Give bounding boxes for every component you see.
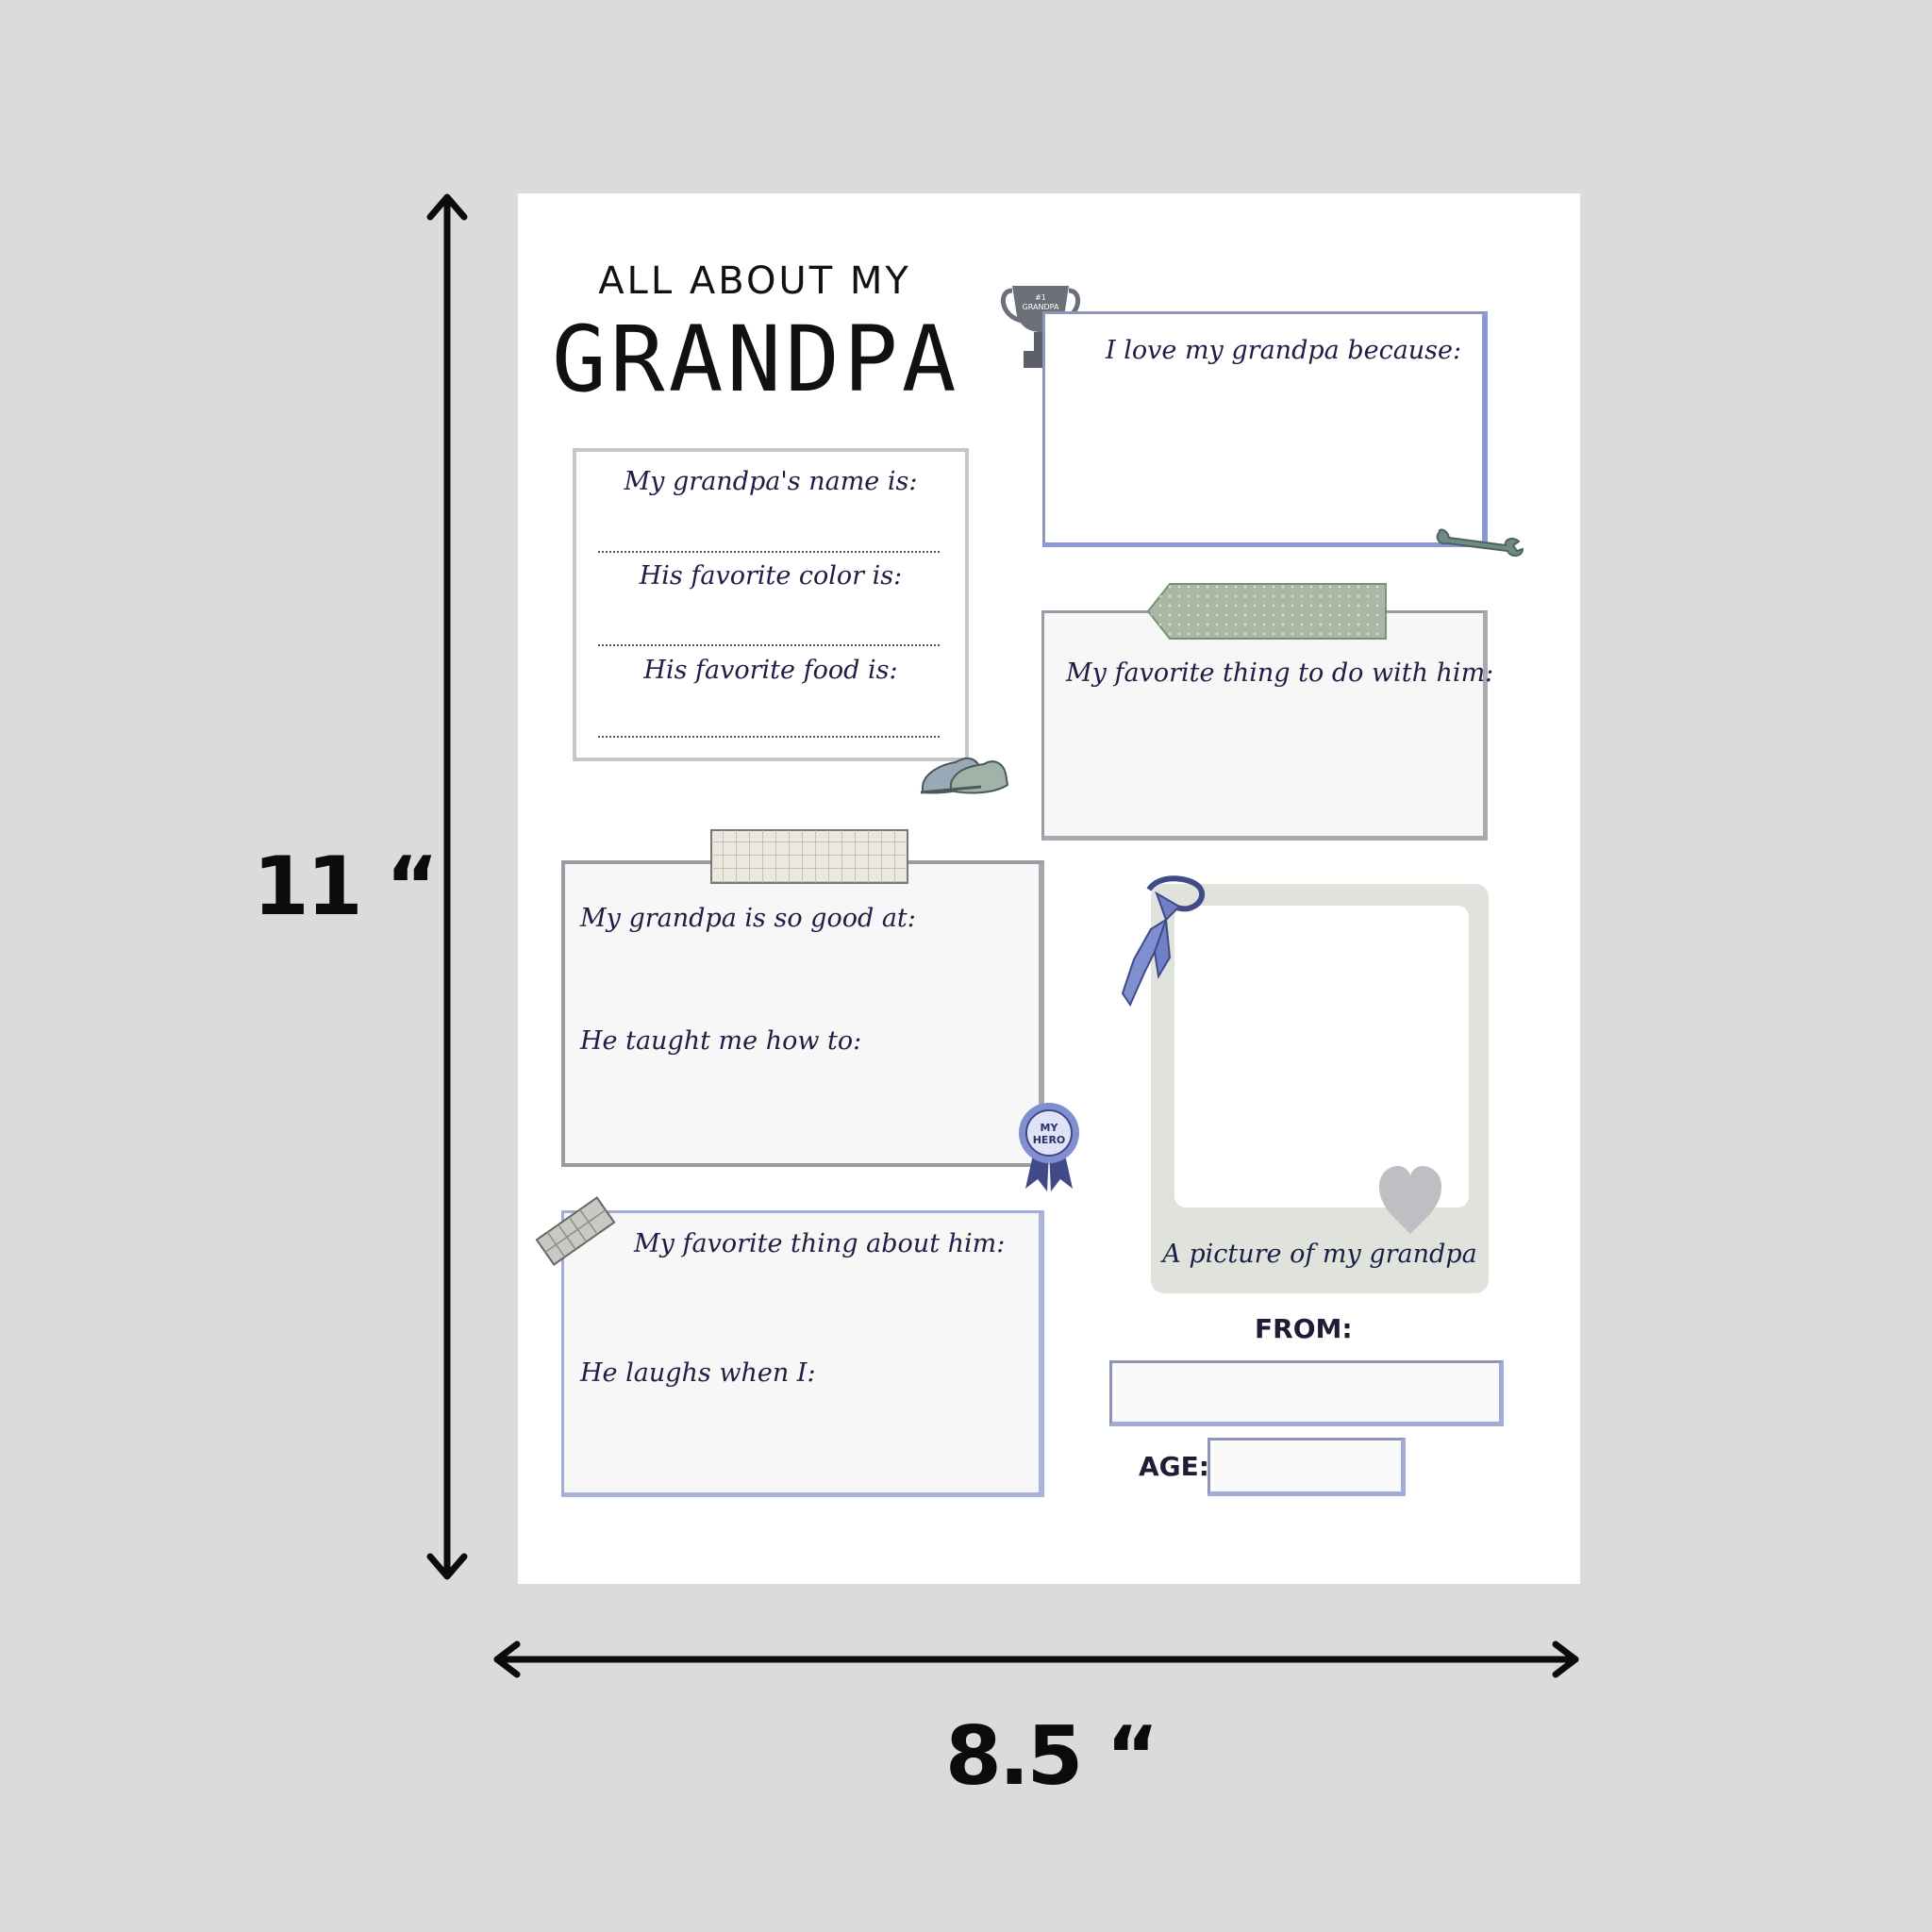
favorite-about-prompt: My favorite thing about him: xyxy=(634,1229,1006,1258)
tape-icon xyxy=(710,829,908,884)
svg-text:MY: MY xyxy=(1041,1122,1059,1134)
shoe-icon xyxy=(920,757,1009,794)
wrench-icon xyxy=(1436,528,1524,557)
heart-icon xyxy=(1379,1166,1441,1234)
name-prompt: My grandpa's name is: xyxy=(624,467,918,496)
age-label: AGE: xyxy=(1139,1451,1209,1482)
age-field[interactable] xyxy=(1208,1438,1406,1496)
width-dimension-label: 8.5 “ xyxy=(945,1709,1159,1804)
picture-caption: A picture of my grandpa xyxy=(1162,1240,1477,1269)
good-at-prompt: My grandpa is so good at: xyxy=(580,904,916,933)
favorite-about-box xyxy=(561,1210,1044,1497)
tie-icon xyxy=(1121,875,1206,1008)
love-prompt: I love my grandpa because: xyxy=(1106,336,1462,365)
laughs-prompt: He laughs when I: xyxy=(580,1358,816,1388)
tape-icon xyxy=(1146,583,1387,640)
ribbon-icon: MY HERO xyxy=(1019,1103,1079,1191)
color-prompt: His favorite color is: xyxy=(639,561,903,591)
favorite-activity-prompt: My favorite thing to do with him: xyxy=(1066,658,1494,688)
info-box xyxy=(573,448,969,761)
title-top: ALL ABOUT MY xyxy=(598,259,911,303)
arrow-vertical-icon xyxy=(426,193,468,1580)
name-answer-line[interactable] xyxy=(598,551,940,553)
taught-prompt: He taught me how to: xyxy=(580,1026,862,1056)
skills-box xyxy=(561,860,1044,1167)
food-prompt: His favorite food is: xyxy=(643,656,898,685)
color-answer-line[interactable] xyxy=(598,644,940,646)
page-title: GRANDPA xyxy=(552,307,960,412)
food-answer-line[interactable] xyxy=(598,736,940,738)
from-label: FROM: xyxy=(1255,1313,1353,1344)
love-box xyxy=(1042,311,1488,547)
svg-text:GRANDPA: GRANDPA xyxy=(1023,303,1059,311)
favorite-activity-box xyxy=(1041,610,1488,841)
tape-icon xyxy=(535,1196,616,1266)
arrow-horizontal-icon xyxy=(493,1641,1579,1678)
from-field[interactable] xyxy=(1109,1360,1504,1426)
picture-area[interactable] xyxy=(1174,906,1469,1208)
svg-text:#1: #1 xyxy=(1035,293,1046,302)
svg-text:HERO: HERO xyxy=(1033,1134,1066,1146)
height-dimension-label: 11 “ xyxy=(253,840,439,934)
